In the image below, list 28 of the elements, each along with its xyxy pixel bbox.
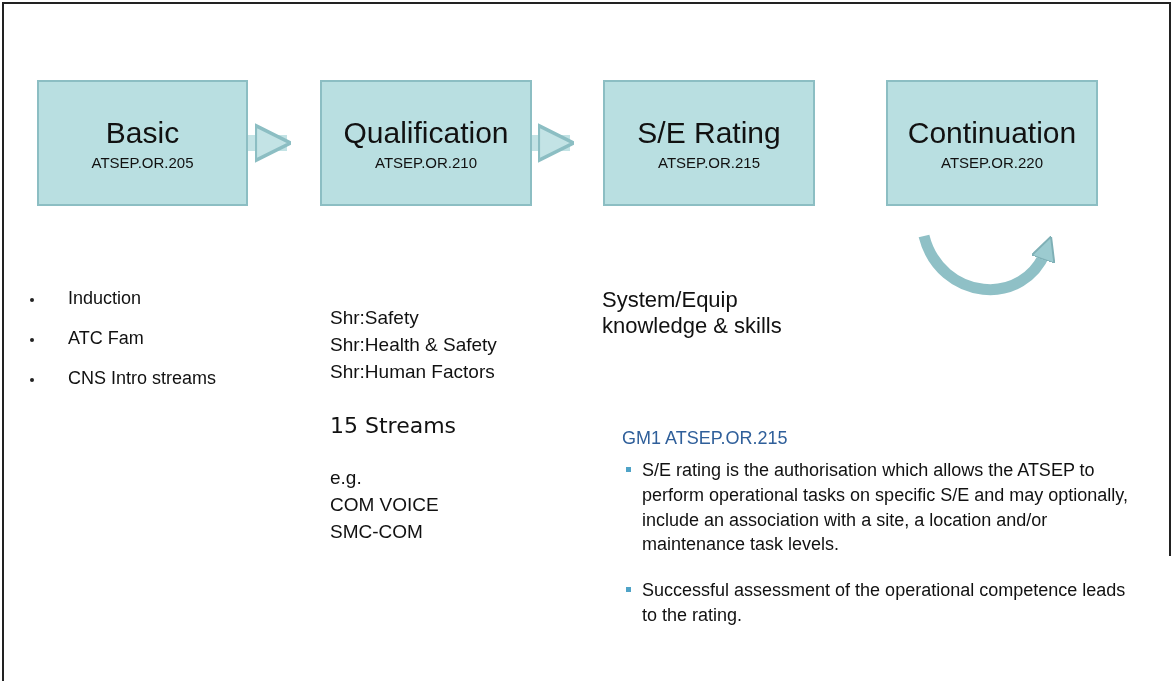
stage-title: Basic <box>105 115 180 150</box>
guidance-paragraph: Successful assessment of the operational competence leads to the rating. <box>642 579 1127 627</box>
rating-description: System/Equip knowledge & skills <box>602 287 783 340</box>
process-box <box>603 80 815 206</box>
regulation-code: ATSEP.OR.215 <box>658 153 760 171</box>
block-arrow <box>248 123 293 163</box>
stage-title: Qualification <box>343 115 509 150</box>
regulation-code: ATSEP.OR.210 <box>375 153 477 171</box>
example-text: e.g. <box>330 467 362 490</box>
process-box <box>320 80 532 206</box>
list-item: CNS Intro streams <box>68 368 217 390</box>
list-item: Induction <box>68 288 142 310</box>
topic-text: Shr:Health & Safety <box>330 334 497 357</box>
regulation-code: ATSEP.OR.220 <box>941 153 1043 171</box>
stage-title: Continuation <box>907 115 1077 150</box>
topic-text: Shr:Safety <box>330 307 419 330</box>
stage-title: S/E Rating <box>637 115 781 150</box>
topic-text: Shr:Human Factors <box>330 361 495 384</box>
guidance-paragraph: S/E rating is the authorisation which allows the ATSEP to perform operational tasks on specific S/E and may optionally, include an association with a site, a location and/or maintenance task levels. <box>642 459 1129 557</box>
guidance-heading: GM1 ATSEP.OR.215 <box>622 428 788 450</box>
list-item: ATC Fam <box>68 328 144 350</box>
stream-name: COM VOICE <box>330 494 439 517</box>
process-box <box>37 80 248 206</box>
regulation-code: ATSEP.OR.205 <box>91 153 194 171</box>
process-box <box>886 80 1098 206</box>
streams-heading: 15 Streams <box>330 413 457 440</box>
block-arrow <box>532 123 576 163</box>
stream-name: SMC-COM <box>330 521 423 544</box>
